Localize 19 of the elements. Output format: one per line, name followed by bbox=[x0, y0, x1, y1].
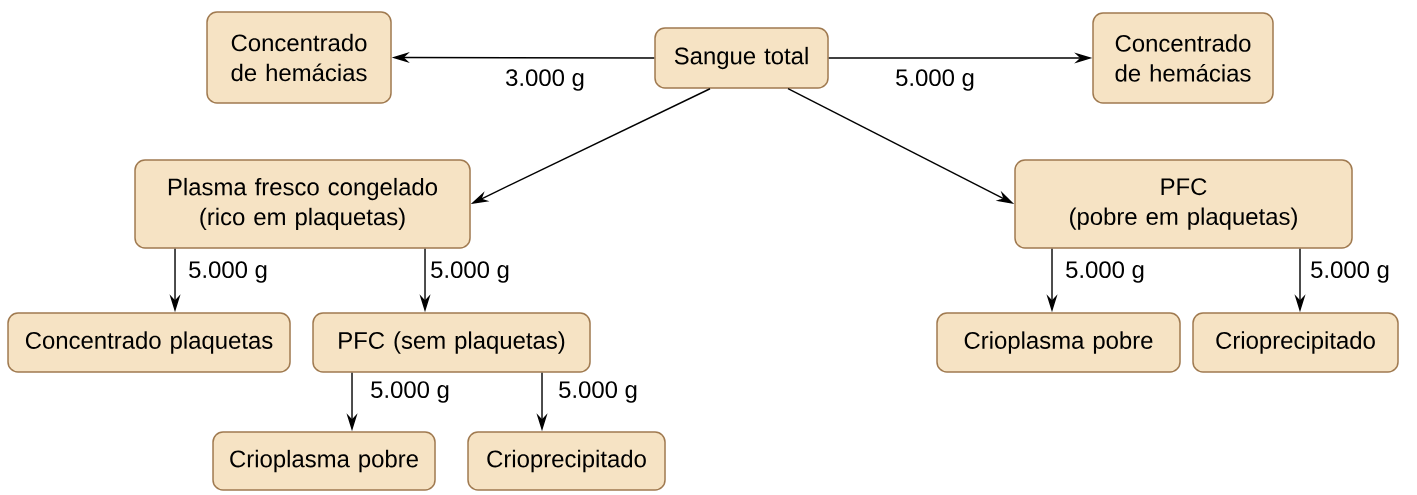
edge-label: 5.000 g bbox=[894, 68, 976, 92]
process-box: Crioprecipitado bbox=[467, 431, 666, 491]
process-box: Sangue total bbox=[654, 27, 829, 89]
process-box: Concentrado de hemácias bbox=[1092, 12, 1274, 104]
process-box: Concentrado de hemácias bbox=[206, 11, 392, 104]
process-box: Concentrado plaquetas bbox=[7, 312, 291, 373]
process-box: Crioplasma pobre bbox=[936, 312, 1181, 373]
process-box: PFC (sem plaquetas) bbox=[312, 312, 591, 373]
edge-label: 5.000 g bbox=[1309, 260, 1391, 284]
edge-label: 5.000 g bbox=[429, 260, 511, 284]
process-box: Plasma fresco congelado (rico em plaquetas) bbox=[134, 159, 471, 249]
edge-label: 5.000 g bbox=[187, 260, 269, 284]
process-box: Crioprecipitado bbox=[1192, 312, 1399, 373]
edge-label: 5.000 g bbox=[369, 380, 451, 404]
edge-label: 5.000 g bbox=[557, 380, 639, 404]
edge-label: 5.000 g bbox=[1064, 260, 1146, 284]
process-box: Crioplasma pobre bbox=[212, 431, 436, 491]
edge-label: 3.000 g bbox=[504, 68, 586, 92]
process-box: PFC (pobre em plaquetas) bbox=[1014, 159, 1353, 249]
